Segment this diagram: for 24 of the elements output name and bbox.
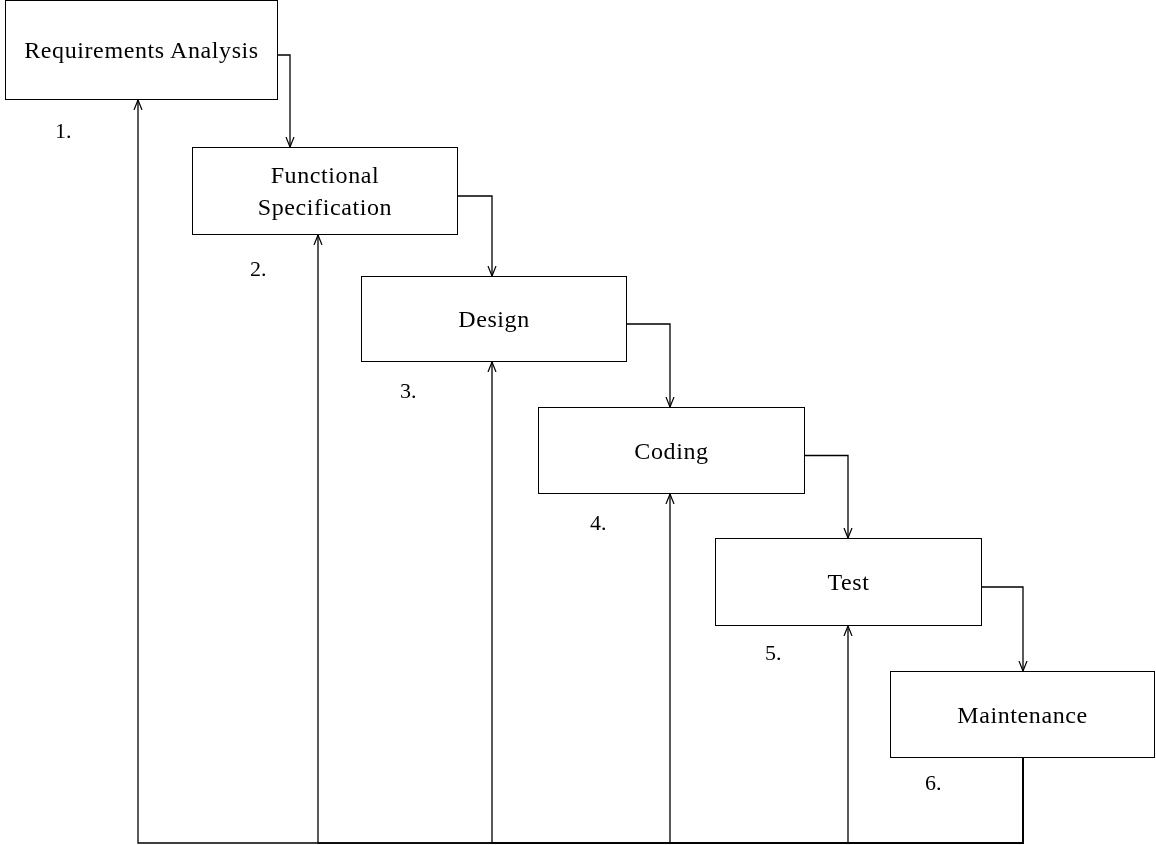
step-name: Design bbox=[458, 305, 530, 334]
step-name: Coding bbox=[634, 436, 709, 466]
step-name: Requirements Analysis bbox=[24, 36, 259, 65]
step-number: 6. bbox=[925, 770, 942, 796]
arrow bbox=[804, 454, 853, 539]
step-number: 2. bbox=[250, 256, 267, 282]
process-box bbox=[192, 147, 458, 235]
arrow bbox=[457, 195, 497, 277]
process-box bbox=[538, 407, 805, 494]
process-box bbox=[890, 671, 1155, 758]
step-number: 3. bbox=[400, 378, 417, 404]
step-name: Functional Specification bbox=[256, 161, 394, 222]
arrow bbox=[843, 625, 1024, 844]
step-number: 4. bbox=[590, 510, 607, 536]
arrow bbox=[981, 586, 1028, 672]
step-name: Test bbox=[827, 568, 870, 597]
process-box bbox=[5, 0, 278, 100]
arrow bbox=[626, 323, 675, 408]
step-name: Maintenance bbox=[957, 700, 1088, 730]
arrow bbox=[277, 54, 295, 148]
step-number: 1. bbox=[55, 118, 72, 144]
step-number: 5. bbox=[765, 640, 782, 666]
process-box bbox=[361, 276, 627, 362]
process-box bbox=[715, 538, 982, 626]
